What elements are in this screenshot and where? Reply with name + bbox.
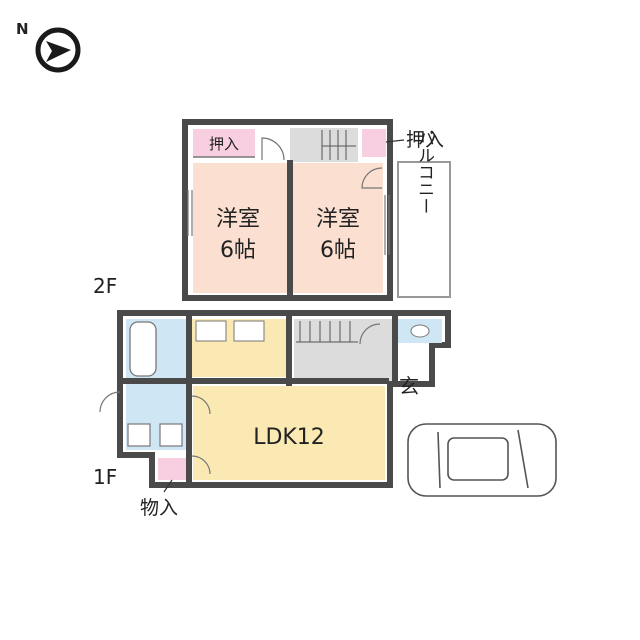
west-room-a: [193, 163, 287, 293]
balcony-label: バルコニー: [414, 130, 434, 215]
floor-label-1f: 1F: [93, 465, 117, 489]
floor-label-2f: 2F: [93, 274, 117, 298]
hall: [294, 319, 392, 381]
compass-arrow-icon: [46, 41, 71, 62]
storage-1f: [158, 458, 186, 480]
closet-right: [362, 129, 386, 157]
storage-1f-label: 物入: [140, 497, 178, 519]
bathtub-icon: [129, 321, 157, 377]
west-room-b-title: 洋室: [316, 207, 360, 232]
closet-left: [193, 129, 255, 157]
washer-icon: [127, 423, 151, 447]
toilet-icon: [410, 324, 430, 338]
west-room-a-size: 6帖: [220, 238, 256, 263]
first-floor: 玄 LDK12: [99, 310, 451, 488]
kitchen-sink-icon: [233, 320, 265, 342]
ldk: [193, 386, 385, 480]
second-floor: 押入 洋室 6帖 洋室 6帖: [182, 119, 393, 301]
west-room-b-size: 6帖: [320, 238, 356, 263]
closet-left-label: 押入: [209, 135, 239, 153]
car-icon: [407, 423, 557, 497]
stove-icon: [195, 320, 227, 342]
ldk-label: LDK12: [253, 425, 325, 450]
closet-right-label: 押入: [406, 129, 444, 151]
compass: N: [16, 20, 81, 73]
west-room-a-title: 洋室: [216, 207, 260, 232]
balcony: バルコニー: [397, 130, 451, 298]
sink-icon: [159, 423, 183, 447]
entrance-label: 玄: [399, 374, 419, 398]
compass-label: N: [16, 20, 29, 38]
stairs-2f: [290, 128, 358, 162]
west-room-b: [293, 163, 383, 293]
